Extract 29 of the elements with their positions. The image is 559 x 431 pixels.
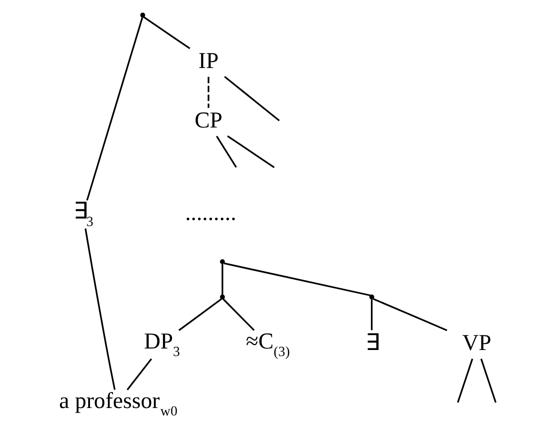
node-text: IP [198, 48, 218, 74]
node-text: DP$_{3}$ [143, 328, 180, 360]
connector [178, 298, 222, 332]
connector [370, 299, 372, 330]
connector [142, 16, 190, 50]
connector [126, 358, 152, 390]
node-point [219, 259, 224, 264]
node-point [140, 12, 145, 18]
connector [84, 228, 116, 390]
connector [372, 298, 447, 332]
node-text: VP [462, 330, 491, 355]
connector [456, 358, 473, 403]
node-point [219, 294, 224, 300]
node-text: ∃ [364, 330, 380, 355]
connector [86, 16, 143, 201]
connector [226, 135, 274, 168]
connector [207, 76, 209, 108]
connector [216, 136, 236, 168]
connector [224, 76, 280, 122]
node-text: ≈C$_{(3)}$ [245, 328, 290, 360]
connector [223, 262, 370, 296]
node-text: ∃$_{3}$ [73, 198, 93, 230]
connector [222, 298, 254, 331]
node-text: CP [194, 108, 222, 133]
connector [480, 358, 496, 403]
node-text: a professor$_{w0}$ [58, 388, 177, 420]
node-point [368, 294, 374, 300]
node-text: ......... [184, 200, 236, 225]
connector [221, 264, 223, 296]
